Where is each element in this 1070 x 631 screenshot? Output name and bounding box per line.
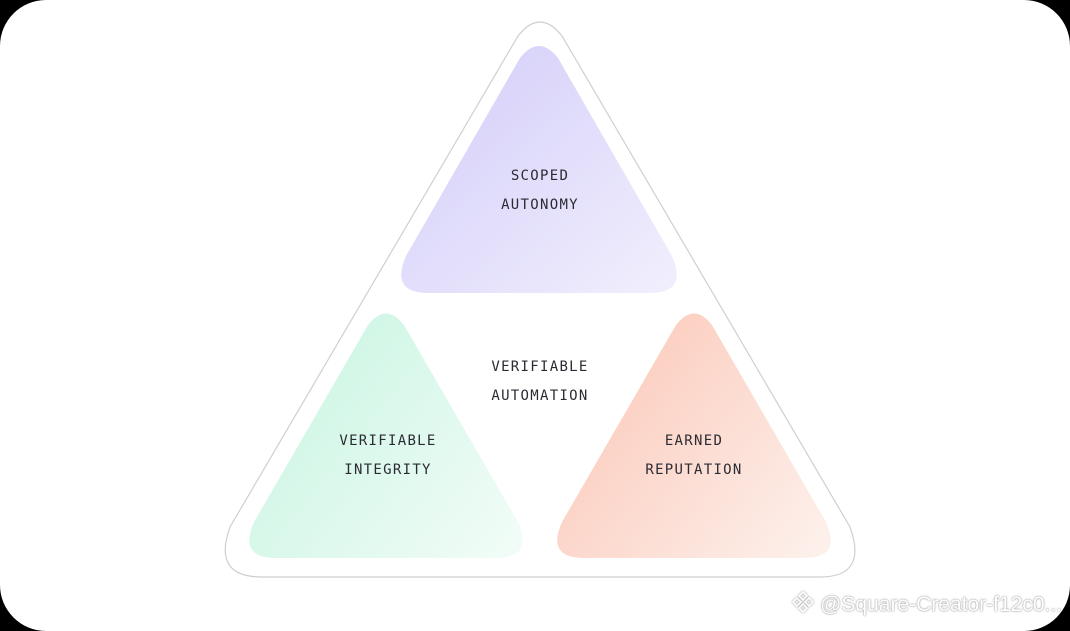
right-triangle-earned-reputation: [557, 313, 831, 558]
label-verifiable-automation-line1: VERIFIABLE: [491, 359, 589, 375]
label-verifiable-integrity-line1: VERIFIABLE: [339, 433, 437, 449]
label-earned-reputation: EARNED REPUTATION: [594, 427, 794, 485]
label-verifiable-integrity: VERIFIABLE INTEGRITY: [288, 427, 488, 485]
label-scoped-autonomy: SCOPED AUTONOMY: [440, 162, 640, 220]
creator-watermark: @Square-Creator-f12c0...: [790, 589, 1062, 621]
label-earned-reputation-line1: EARNED: [664, 433, 724, 449]
binance-square-icon: [790, 589, 816, 621]
label-verifiable-automation-line2: AUTOMATION: [491, 388, 589, 404]
label-scoped-autonomy-line2: AUTONOMY: [501, 197, 579, 213]
left-triangle-verifiable-integrity: [249, 313, 523, 558]
label-verifiable-integrity-line2: INTEGRITY: [344, 462, 432, 478]
label-earned-reputation-line2: REPUTATION: [645, 462, 743, 478]
top-triangle-scoped-autonomy: [401, 46, 677, 293]
label-verifiable-automation: VERIFIABLE AUTOMATION: [440, 353, 640, 411]
label-scoped-autonomy-line1: SCOPED: [510, 168, 570, 184]
watermark-text: @Square-Creator-f12c0...: [820, 593, 1062, 616]
